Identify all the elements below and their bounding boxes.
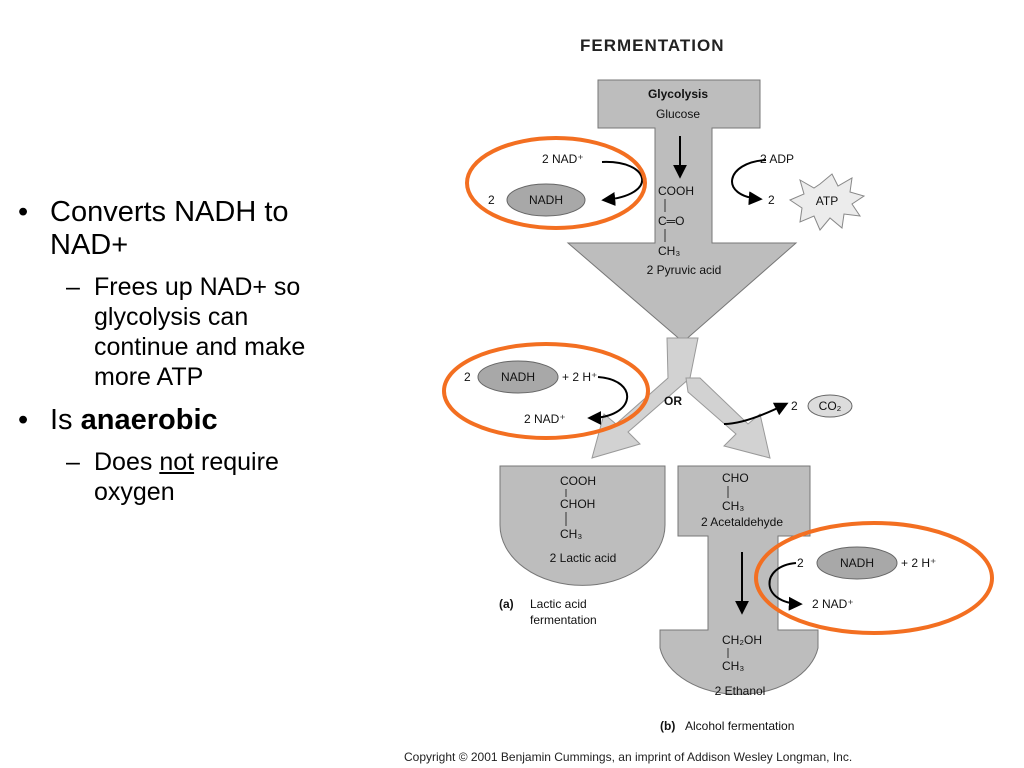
nad-plus-label-top: 2 NAD⁺ (542, 152, 584, 166)
ethanol-label: 2 Ethanol (715, 684, 766, 698)
co2-oval (807, 394, 853, 418)
co-label: C═O (658, 214, 685, 228)
split-arrows (591, 337, 771, 459)
ethanol-ch2oh: CH₂OH (722, 633, 762, 647)
hplus-label-mid: + 2 H⁺ (562, 370, 597, 384)
lactic-cooh: COOH (560, 474, 596, 488)
copyright-text: Copyright © 2001 Benjamin Cummings, an i… (404, 750, 853, 764)
subbullet-oxygen: – Does not require oxygen (18, 447, 398, 507)
dash-marker: – (66, 273, 80, 301)
nadh-oval-mid (477, 360, 559, 394)
dash-marker: – (66, 448, 80, 476)
highlight-ring-mid (442, 342, 650, 440)
bullet-marker: • (18, 196, 29, 228)
two-label-top: 2 (488, 193, 495, 207)
bullet-list: • Converts NADH to NAD+ – Frees up NAD+ … (18, 196, 398, 519)
glycolysis-label: Glycolysis (648, 87, 708, 101)
lactic-acid-label: 2 Lactic acid (550, 551, 617, 565)
nadh-label-top: NADH (529, 193, 563, 207)
co2-label: CO₂ (819, 399, 842, 413)
adp-curve-arrow (731, 159, 767, 206)
nadh-oval-top (506, 183, 586, 217)
caption-a-letter: (a) (499, 597, 514, 611)
or-label: OR (664, 394, 682, 408)
glucose-label: Glucose (656, 107, 700, 121)
highlight-rings (442, 136, 994, 635)
caption-b-letter: (b) (660, 719, 675, 733)
acet-ch3: CH₃ (722, 499, 744, 513)
bullet-marker: • (18, 404, 29, 436)
acetaldehyde-shape (659, 465, 819, 695)
subbullet-suffix: require (194, 448, 279, 476)
ch3-label: CH₃ (658, 244, 680, 258)
subbullet-underline: not (159, 448, 195, 476)
bullet-bold: anaerobic (80, 404, 218, 436)
glycolysis-shape (566, 79, 798, 343)
caption-b: Alcohol fermentation (685, 719, 794, 733)
lactic-choh: CHOH (560, 497, 595, 511)
co2-arrow (723, 402, 789, 425)
nadh-label-lower: NADH (840, 556, 874, 570)
adp-label: 2 ADP (760, 152, 794, 166)
nadh-label-mid: NADH (501, 370, 535, 384)
two-label-lower: 2 (797, 556, 804, 570)
subbullet-line: continue and make (94, 333, 306, 361)
pyruvic-label: 2 Pyruvic acid (647, 263, 722, 277)
acetaldehyde-label: 2 Acetaldehyde (701, 515, 783, 529)
subbullet-line: oxygen (94, 478, 175, 506)
bullet-converts: • Converts NADH to NAD+ (18, 196, 398, 262)
hplus-label-lower: + 2 H⁺ (901, 556, 936, 570)
subbullet-line: Frees up NAD+ so (94, 273, 301, 301)
subbullet-frees: – Frees up NAD+ so glycolysis can contin… (18, 272, 398, 392)
lactic-ch3: CH₃ (560, 527, 582, 541)
atp-label: ATP (816, 194, 838, 208)
subbullet-line: more ATP (94, 363, 204, 391)
bullet-line: Converts NADH to (50, 196, 289, 228)
nadh-curve-arrow-lower (768, 562, 803, 611)
cooh-label: COOH (658, 184, 694, 198)
bullet-line: NAD+ (50, 229, 129, 261)
bullet-anaerobic: • Is anaerobic (18, 404, 398, 437)
ethanol-ch3: CH₃ (722, 659, 744, 673)
nadh-curve-arrow-mid (587, 376, 628, 425)
caption-a-line2: fermentation (530, 613, 597, 627)
nadh-oval-lower (816, 546, 898, 580)
two-label-co2: 2 (791, 399, 798, 413)
nad-plus-label-mid: 2 NAD⁺ (524, 412, 566, 426)
diagram-title: FERMENTATION (580, 36, 725, 55)
bullet-prefix: Is (50, 404, 81, 436)
caption-a-line1: Lactic acid (530, 597, 587, 611)
nad-plus-label-lower: 2 NAD⁺ (812, 597, 854, 611)
subbullet-prefix: Does (94, 448, 160, 476)
highlight-ring-top (465, 136, 647, 230)
atp-starburst (788, 173, 866, 231)
acet-cho: CHO (722, 471, 749, 485)
lactic-acid-shape (499, 465, 666, 586)
subbullet-line: glycolysis can (94, 303, 249, 331)
highlight-ring-lower (754, 521, 994, 635)
two-label-mid: 2 (464, 370, 471, 384)
two-label-atp: 2 (768, 193, 775, 207)
nad-curve-arrow (601, 160, 643, 206)
